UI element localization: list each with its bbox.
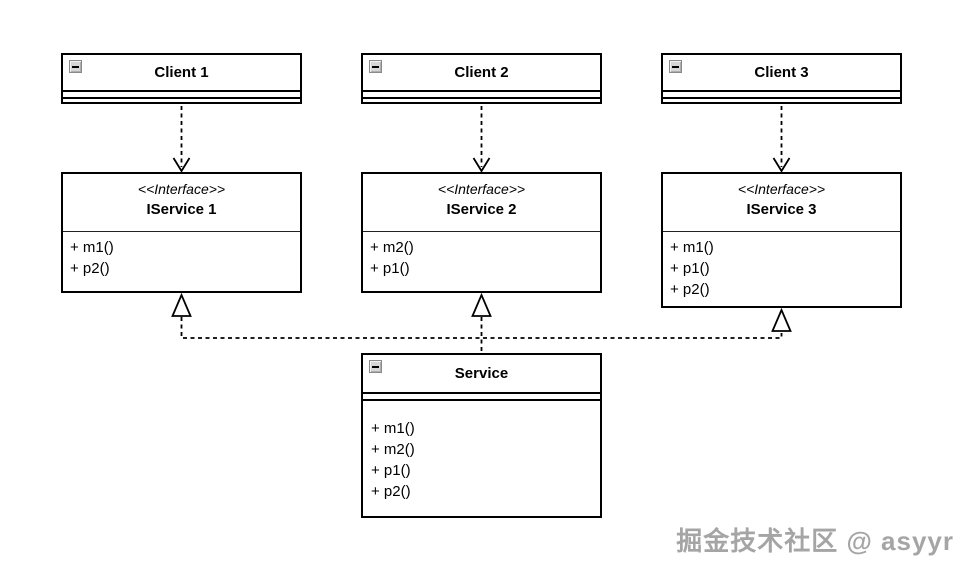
interface-title: IService 1 xyxy=(146,201,217,218)
dependency-arrow-client3 xyxy=(772,106,791,173)
open-arrowhead-icon xyxy=(772,157,791,173)
stereotype-label: <<Interface>> xyxy=(137,181,226,197)
collapse-icon[interactable] xyxy=(369,60,382,73)
methods-compartment xyxy=(63,99,300,102)
realization-triangle-icon xyxy=(171,292,192,317)
class-titlebar: Client 1 xyxy=(63,55,300,92)
attributes-compartment xyxy=(363,394,600,401)
method-item: + m2() xyxy=(371,441,415,458)
stereotype-label: <<Interface>> xyxy=(737,181,826,197)
method-item: + p1() xyxy=(370,260,410,277)
interface-titlebar: <<Interface>> IService 1 xyxy=(63,174,300,232)
class-titlebar: Service xyxy=(363,355,600,394)
realization-triangle-icon xyxy=(471,292,492,317)
methods-compartment: + m1() + m2() + p1() + p2() xyxy=(363,401,600,516)
method-item: + m1() xyxy=(70,239,114,256)
interface-title: IService 3 xyxy=(746,201,817,218)
class-title: Client 2 xyxy=(454,64,509,81)
method-item: + p1() xyxy=(670,260,710,277)
interface-title: IService 2 xyxy=(446,201,517,218)
minus-glyph xyxy=(672,65,679,68)
methods-compartment: + m2() + p1() xyxy=(363,232,600,291)
open-arrowhead-icon xyxy=(172,157,191,173)
class-title: Client 1 xyxy=(154,64,209,81)
attributes-compartment xyxy=(363,92,600,99)
interface-titlebar: <<Interface>> IService 3 xyxy=(663,174,900,232)
dependency-arrow-client2 xyxy=(472,106,491,173)
class-box-service[interactable]: Service + m1() + m2() + p1() + p2() xyxy=(361,353,602,518)
watermark-text: 掘金技术社区 @ asyyr xyxy=(676,526,954,556)
minus-glyph xyxy=(72,65,79,68)
interface-titlebar: <<Interface>> IService 2 xyxy=(363,174,600,232)
attributes-compartment xyxy=(663,92,900,99)
class-box-client-2[interactable]: Client 2 xyxy=(361,53,602,104)
methods-compartment: + m1() + p1() + p2() xyxy=(663,232,900,306)
method-item: + m2() xyxy=(370,239,414,256)
method-item: + p2() xyxy=(70,260,110,277)
minus-glyph xyxy=(372,65,379,68)
collapse-icon[interactable] xyxy=(669,60,682,73)
collapse-icon[interactable] xyxy=(69,60,82,73)
class-titlebar: Client 2 xyxy=(363,55,600,92)
method-item: + p1() xyxy=(371,462,411,479)
realization-triangle-icon xyxy=(771,307,792,332)
methods-compartment xyxy=(363,99,600,102)
class-title: Client 3 xyxy=(754,64,809,81)
dependency-arrow-client1 xyxy=(172,106,191,173)
attributes-compartment xyxy=(63,92,300,99)
class-box-client-3[interactable]: Client 3 xyxy=(661,53,902,104)
method-item: + m1() xyxy=(670,239,714,256)
open-arrowhead-icon xyxy=(472,157,491,173)
realization-connector-lines xyxy=(180,317,783,352)
collapse-icon[interactable] xyxy=(369,360,382,373)
minus-glyph xyxy=(372,365,379,368)
methods-compartment xyxy=(663,99,900,102)
method-item: + p2() xyxy=(371,483,411,500)
interface-box-iservice-2[interactable]: <<Interface>> IService 2 + m2() + p1() xyxy=(361,172,602,293)
interface-box-iservice-1[interactable]: <<Interface>> IService 1 + m1() + p2() xyxy=(61,172,302,293)
class-title: Service xyxy=(454,365,509,382)
class-box-client-1[interactable]: Client 1 xyxy=(61,53,302,104)
method-item: + m1() xyxy=(371,420,415,437)
interface-box-iservice-3[interactable]: <<Interface>> IService 3 + m1() + p1() +… xyxy=(661,172,902,308)
method-item: + p2() xyxy=(670,281,710,298)
class-titlebar: Client 3 xyxy=(663,55,900,92)
methods-compartment: + m1() + p2() xyxy=(63,232,300,291)
stereotype-label: <<Interface>> xyxy=(437,181,526,197)
